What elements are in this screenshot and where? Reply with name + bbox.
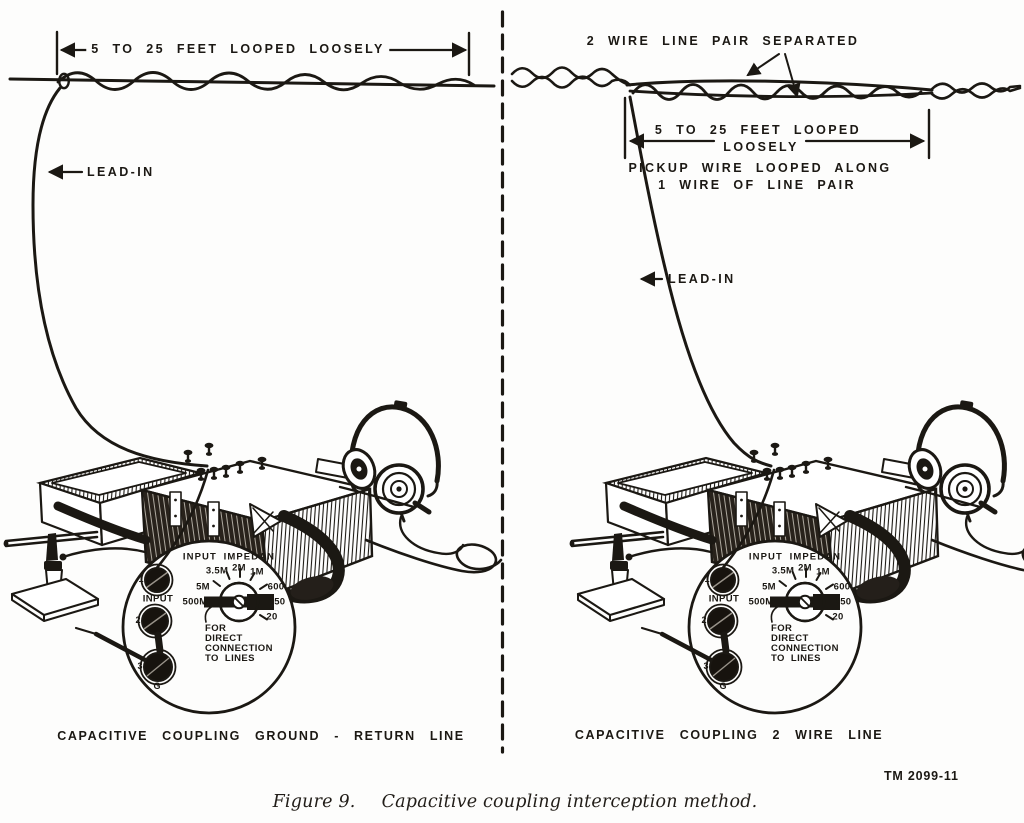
dial-note-1-left: FOR: [205, 623, 227, 634]
figure-caption: Figure 9. Capacitive coupling interceptio…: [273, 792, 758, 812]
separated-wire-lower: [628, 89, 934, 99]
terminal-1-label-left: 1: [138, 574, 144, 584]
figure-caption-text: Capacitive coupling interception method.: [381, 792, 758, 812]
pair-label: 2 WIRE LINE PAIR SEPARATED: [586, 34, 860, 48]
dial-150-left: 150: [268, 596, 286, 608]
dial-title-left: INPUT IMPEDAN: [182, 551, 276, 563]
dimension-label-left: 5 TO 25 FEET LOOPED LOOSELY: [86, 42, 390, 56]
twisted-pair-left: [510, 66, 632, 87]
figure-caption-label: Figure 9.: [272, 792, 356, 812]
dimension-label-right-2: LOOSELY: [718, 140, 804, 154]
dial-note-2-right: DIRECT: [771, 633, 809, 644]
dial-note-4-right: TO LINES: [771, 653, 821, 664]
tm-number: TM 2099-11: [884, 769, 959, 783]
dial-5m-left: 5M: [196, 581, 210, 593]
dimension-label-right-1: 5 TO 25 FEET LOOPED: [654, 123, 862, 137]
terminal-1-label-right: 1: [704, 574, 710, 584]
dial-note-3-right: CONNECTION: [771, 643, 839, 654]
right-dimension-line: [623, 96, 931, 160]
pickup-note-line1: PICKUP WIRE LOOPED ALONG: [628, 161, 892, 175]
caption-left: CAPACITIVE COUPLING GROUND - RETURN LINE: [57, 729, 465, 743]
dial-500m-right: 500M: [748, 596, 774, 608]
pickup-note-line2: 1 WIRE OF LINE PAIR: [658, 178, 856, 192]
terminal-g-label-right: G: [719, 681, 727, 691]
dial-35m-right: 3.5M: [771, 565, 795, 577]
caption-right: CAPACITIVE COUPLING 2 WIRE LINE: [574, 728, 884, 742]
terminal-2-label-right: 2: [701, 615, 707, 625]
dial-150-right: 150: [834, 596, 852, 608]
pickup-wire-right: [631, 83, 923, 101]
terminal-3-label-right: 3: [703, 661, 709, 671]
lead-in-wire-left: [31, 86, 209, 468]
dial-note-1-right: FOR: [771, 623, 793, 634]
right-line-wire-art: [510, 66, 1022, 468]
left-line-wire-art: [8, 71, 496, 468]
lead-in-label-right: LEAD-IN: [668, 272, 736, 286]
pair-label-arrows: [746, 53, 801, 99]
terminal-g-label-left: G: [153, 681, 161, 691]
dial-note-4-left: TO LINES: [205, 653, 255, 664]
dial-35m-left: 3.5M: [205, 565, 229, 577]
dial-title-right: INPUT IMPEDAN: [748, 551, 842, 563]
lead-in-label-left: LEAD-IN: [87, 165, 155, 179]
pickup-wire-left: [56, 71, 476, 92]
input-label-left: INPUT: [142, 593, 174, 605]
terminal-2-label-left: 2: [135, 615, 141, 625]
dial-5m-right: 5M: [762, 581, 776, 593]
dial-20-left: 20: [266, 611, 278, 623]
dial-note-3-left: CONNECTION: [205, 643, 273, 654]
dial-600-left: 600: [267, 581, 285, 593]
pickup-loop: [58, 72, 71, 90]
dial-2m-left: 2M: [232, 562, 246, 574]
lead-in-wire-right: [628, 95, 773, 468]
twisted-pair-right: [930, 82, 1022, 94]
terminal-3-label-left: 3: [137, 661, 143, 671]
dial-600-right: 600: [833, 581, 851, 593]
dial-note-2-left: DIRECT: [205, 633, 243, 644]
dial-1m-left: 1M: [250, 566, 264, 578]
dial-500m-left: 500M: [182, 596, 208, 608]
dial-2m-right: 2M: [798, 562, 812, 574]
dial-1m-right: 1M: [816, 566, 830, 578]
dial-20-right: 20: [832, 611, 844, 623]
input-label-right: INPUT: [708, 593, 740, 605]
